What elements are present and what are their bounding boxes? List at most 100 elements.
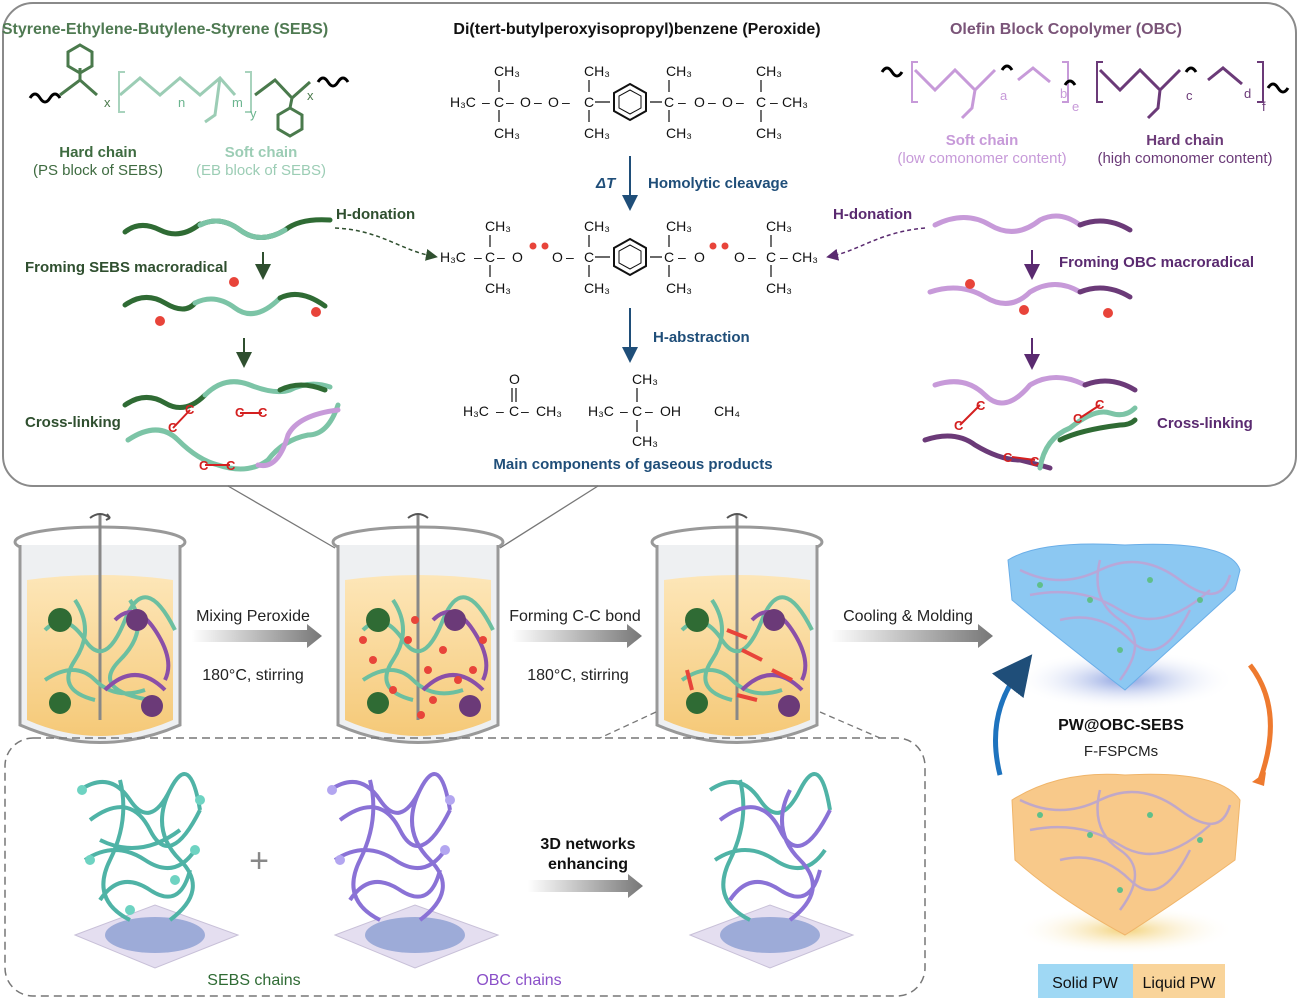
svg-text:m: m	[232, 95, 243, 110]
svg-text:C: C	[976, 398, 986, 413]
svg-text:H₃C: H₃C	[588, 403, 614, 419]
sebs-title: Styrene-Ethylene-Butylene-Styrene (SEBS)	[2, 21, 328, 38]
svg-text:(high comonomer content): (high comonomer content)	[1097, 150, 1272, 167]
svg-text:–: –	[534, 94, 542, 110]
stirring-icon	[89, 513, 111, 521]
svg-text:CH₃: CH₃	[485, 218, 511, 234]
radical-dot	[1019, 305, 1029, 315]
sebs-network: SEBS chains	[73, 772, 301, 989]
svg-text:O: O	[694, 249, 705, 265]
stirring-icon	[407, 513, 429, 519]
svg-text:3D networks: 3D networks	[540, 836, 635, 853]
radical-dot	[229, 277, 239, 287]
svg-text:O: O	[552, 249, 563, 265]
svg-text:–: –	[770, 94, 778, 110]
svg-text:C: C	[1030, 454, 1040, 469]
svg-text:Froming OBC macroradical: Froming OBC macroradical	[1059, 254, 1254, 271]
svg-text:x: x	[104, 95, 111, 110]
svg-text:d: d	[1244, 86, 1251, 101]
svg-text:a: a	[1000, 88, 1008, 103]
svg-text:y: y	[250, 106, 257, 121]
stirring-icon	[726, 513, 748, 519]
svg-text:180°C, stirring: 180°C, stirring	[527, 667, 629, 684]
radical-dot	[529, 242, 537, 250]
svg-text:C: C	[1073, 411, 1083, 426]
peroxide-structure: Di(tert-butylperoxyisopropyl)benzene (Pe…	[440, 21, 821, 473]
svg-text:Cooling & Molding: Cooling & Molding	[843, 608, 973, 625]
svg-text:C: C	[226, 458, 236, 473]
svg-text:Di(tert-butylperoxyisopropyl)b: Di(tert-butylperoxyisopropyl)benzene (Pe…	[453, 21, 820, 38]
svg-text:CH₃: CH₃	[584, 63, 610, 79]
svg-text:H₃C: H₃C	[463, 403, 489, 419]
svg-text:(PS block of SEBS): (PS block of SEBS)	[33, 162, 163, 179]
svg-text:O: O	[722, 94, 733, 110]
radical-dot	[709, 242, 717, 250]
radical-dot	[541, 242, 549, 250]
svg-text:CH₃: CH₃	[584, 218, 610, 234]
network-detail-box	[4, 737, 926, 997]
svg-text:C: C	[1095, 397, 1105, 412]
svg-text:H-donation: H-donation	[336, 206, 415, 223]
svg-text:CH₃: CH₃	[766, 218, 792, 234]
benzene-ring-icon	[613, 82, 647, 122]
benzene-ring-icon	[66, 43, 94, 75]
svg-text:–: –	[708, 94, 716, 110]
svg-text:CH₃: CH₃	[584, 280, 610, 296]
svg-text:C: C	[584, 94, 594, 110]
svg-text:–: –	[678, 94, 686, 110]
svg-text:O: O	[509, 371, 520, 387]
svg-text:–: –	[736, 94, 744, 110]
svg-text:CH₃: CH₃	[494, 125, 520, 141]
svg-text:Solid PW: Solid PW	[1052, 975, 1119, 992]
svg-text:CH₃: CH₃	[756, 125, 782, 141]
svg-text:Froming SEBS macroradical: Froming SEBS macroradical	[25, 259, 228, 276]
svg-text:SEBS chains: SEBS chains	[207, 972, 300, 989]
svg-text:Liquid PW: Liquid PW	[1143, 975, 1217, 992]
svg-text:CH₃: CH₃	[756, 63, 782, 79]
radical-dot	[721, 242, 729, 250]
plus-sign: +	[249, 842, 269, 880]
svg-text:ΔT: ΔT	[595, 175, 617, 192]
obc-mechanism: H-donation Froming OBC macroradical C C …	[826, 206, 1254, 471]
enhancement-step: 3D networks enhancing	[528, 836, 643, 898]
svg-text:OH: OH	[660, 403, 681, 419]
svg-text:C: C	[485, 249, 495, 265]
svg-text:H-donation: H-donation	[833, 206, 912, 223]
radical-dot	[1103, 308, 1113, 318]
svg-text:C: C	[494, 94, 504, 110]
product-liquid	[1011, 773, 1241, 955]
zoom-lines	[227, 485, 599, 549]
svg-text:H-abstraction: H-abstraction	[653, 329, 750, 346]
svg-text:Homolytic cleavage: Homolytic cleavage	[648, 175, 788, 192]
sebs-structure: Styrene-Ethylene-Butylene-Styrene (SEBS)…	[2, 21, 350, 179]
svg-text:CH₃: CH₃	[584, 125, 610, 141]
svg-text:C: C	[632, 403, 642, 419]
svg-text:Main components of gaseous pro: Main components of gaseous products	[493, 456, 772, 473]
svg-text:n: n	[178, 95, 185, 110]
svg-text:C: C	[258, 405, 268, 420]
svg-text:CH₃: CH₃	[782, 94, 808, 110]
svg-text:C: C	[1003, 450, 1013, 465]
svg-text:–: –	[496, 403, 504, 419]
svg-text:CH₃: CH₃	[792, 249, 818, 265]
svg-text:C: C	[185, 402, 195, 417]
svg-text:Hard chain: Hard chain	[59, 144, 137, 161]
svg-text:x: x	[307, 88, 314, 103]
solidify-arrow	[991, 654, 1033, 776]
legend-swatch-solid	[1038, 964, 1133, 998]
svg-text:Hard chain: Hard chain	[1146, 132, 1224, 149]
svg-text:CH₃: CH₃	[666, 63, 692, 79]
svg-text:CH₃: CH₃	[536, 403, 562, 419]
svg-text:CH₄: CH₄	[714, 403, 740, 419]
svg-text:CH₃: CH₃	[666, 218, 692, 234]
svg-text:CH₃: CH₃	[494, 63, 520, 79]
svg-text:Olefin Block Copolymer (OBC): Olefin Block Copolymer (OBC)	[950, 21, 1182, 38]
svg-text:O: O	[520, 94, 531, 110]
sebs-mechanism: H-donation Froming SEBS macroradical C C…	[25, 206, 438, 473]
legend: Solid PW Liquid PW	[1038, 964, 1225, 998]
svg-text:–: –	[521, 403, 529, 419]
svg-text:c: c	[1186, 88, 1193, 103]
svg-text:(EB block of SEBS): (EB block of SEBS)	[196, 162, 326, 179]
